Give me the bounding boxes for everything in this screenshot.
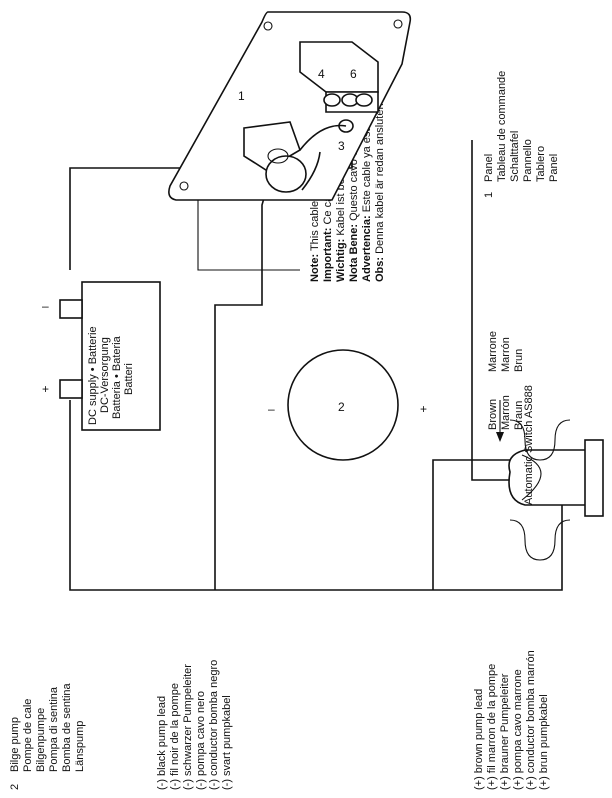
switch-float-curve [521,454,542,501]
black-lead-5: (-) svart pumpkabel [221,695,233,790]
switch-model-label: Automatic Switch AS888 [523,385,535,505]
pump-symbol: 2 – + [268,349,427,461]
black-lead-0: (-) black pump lead [156,696,168,790]
dc-supply-line-2: Batteria • Bateria [111,335,123,419]
panel-label-block: 1 Panel Tableau de commande Schalttafel … [483,71,560,198]
switch-coil-right [509,519,571,561]
pump-name-3: Pompa di sentina [48,686,60,772]
black-lead-2: (-) schwarzer Pumpeleiter [182,664,194,790]
bilge-pump-label-block: 2 Bilge pump Pompe de cale Bilgenpumpe P… [9,682,86,790]
pump-name-2: Bilgenpumpe [35,708,47,772]
brown-lead-3: (+) pompa cavo marrone [512,669,524,790]
terminal-6 [355,93,373,107]
panel-name-3: Pannello [522,139,534,182]
panel-number: 1 [483,192,495,198]
panel-name-1: Tableau de commande [496,71,508,182]
battery-terminal-plus [59,379,83,399]
battery-plus-sign: + [42,382,49,396]
battery-minus-sign: – [42,299,49,313]
black-lead-1: (-) fil noir de la pompe [169,683,181,790]
panel-name-0: Panel [483,154,495,182]
panel-screw-hole-2 [393,19,403,29]
panel-name-4: Tablero [535,146,547,182]
wiring [69,78,563,591]
dc-supply-line-3: Batteri [123,363,135,395]
switch-bracket [584,439,604,517]
brown-col2-0: Marrone [487,331,499,372]
brown-lead-4: (+) conductor bomba marrón [525,650,537,790]
note-leader-line [197,200,300,271]
panel-screw-hole-3 [179,181,189,191]
brown-col1-2: Braun [513,401,525,430]
note-line-5: Obs: Denna kabel är redan ansluten [374,103,386,282]
panel-to-switch-wire [471,140,522,481]
pump-minus-sign: – [268,402,275,416]
black-lead-4: (-) conductor bomba negro [208,660,220,790]
brown-col2-1: Marrón [500,337,512,372]
automatic-switch: Automatic Switch AS888 [508,385,604,561]
terminal-label-6: 6 [350,67,357,81]
terminal-jumper-wire [299,124,347,151]
battery-body [81,281,161,431]
pump-name-5: Länspump [74,721,86,772]
dc-supply-line-1: DC-Versorgung [99,337,111,413]
black-lead-3: (-) pompa cavo nero [195,691,207,790]
terminal-4 [323,93,341,107]
brown-lead-wire [432,459,522,590]
brown-col2-2: Brun [513,349,525,372]
black-lead-wire [214,169,273,590]
pump-plus-sign: + [420,402,427,416]
dc-supply-line-0: DC supply • Batterie [87,326,99,425]
toggle-knob [265,155,307,193]
switch-coil-left [509,419,571,461]
brown-col1-1: Marron [500,395,512,430]
terminal-label-4: 4 [318,67,325,81]
negative-rail-wire [69,400,563,591]
panel-label-1: 1 [238,89,245,103]
brown-colour-labels: Brown Marron Braun Marrone Marrón Brun [487,331,525,430]
panel-assembly: 4 6 3 1 [168,11,412,201]
dc-supply-box: DC supply • Batterie DC-Versorgung Batte… [42,281,161,431]
terminal-label-3: 3 [338,139,345,153]
panel-name-5: Panel [548,154,560,182]
pump-name-1: Pompe de cale [22,699,34,772]
brown-label-arrowhead [496,432,504,442]
brown-lead-2: (+) brauner Pumpeleiter [499,673,511,790]
panel-screw-hole-1 [263,21,273,31]
brown-lead-1: (+) fil marron de la pompe [486,664,498,790]
brown-lead-5: (+) brun pumpkabel [538,694,550,790]
brown-col1-0: Brown [487,399,499,430]
brown-lead-0: (+) brown pump lead [473,689,485,790]
panel-name-2: Schalttafel [509,131,521,182]
pump-number: 2 [9,784,21,790]
brown-lead-label-block: (+) brown pump lead (+) fil marron de la… [473,650,550,790]
toggle-knob-cap [267,148,289,164]
pump-name-0: Bilge pump [9,717,21,772]
pump-name-4: Bomba de sentina [61,682,73,772]
black-lead-label-block: (-) black pump lead (-) fil noir de la p… [156,660,233,790]
pump-circle [287,349,399,461]
pump-circle-label: 2 [338,400,345,414]
battery-terminal-minus [59,299,83,319]
toggle-lead-wire [301,151,321,191]
